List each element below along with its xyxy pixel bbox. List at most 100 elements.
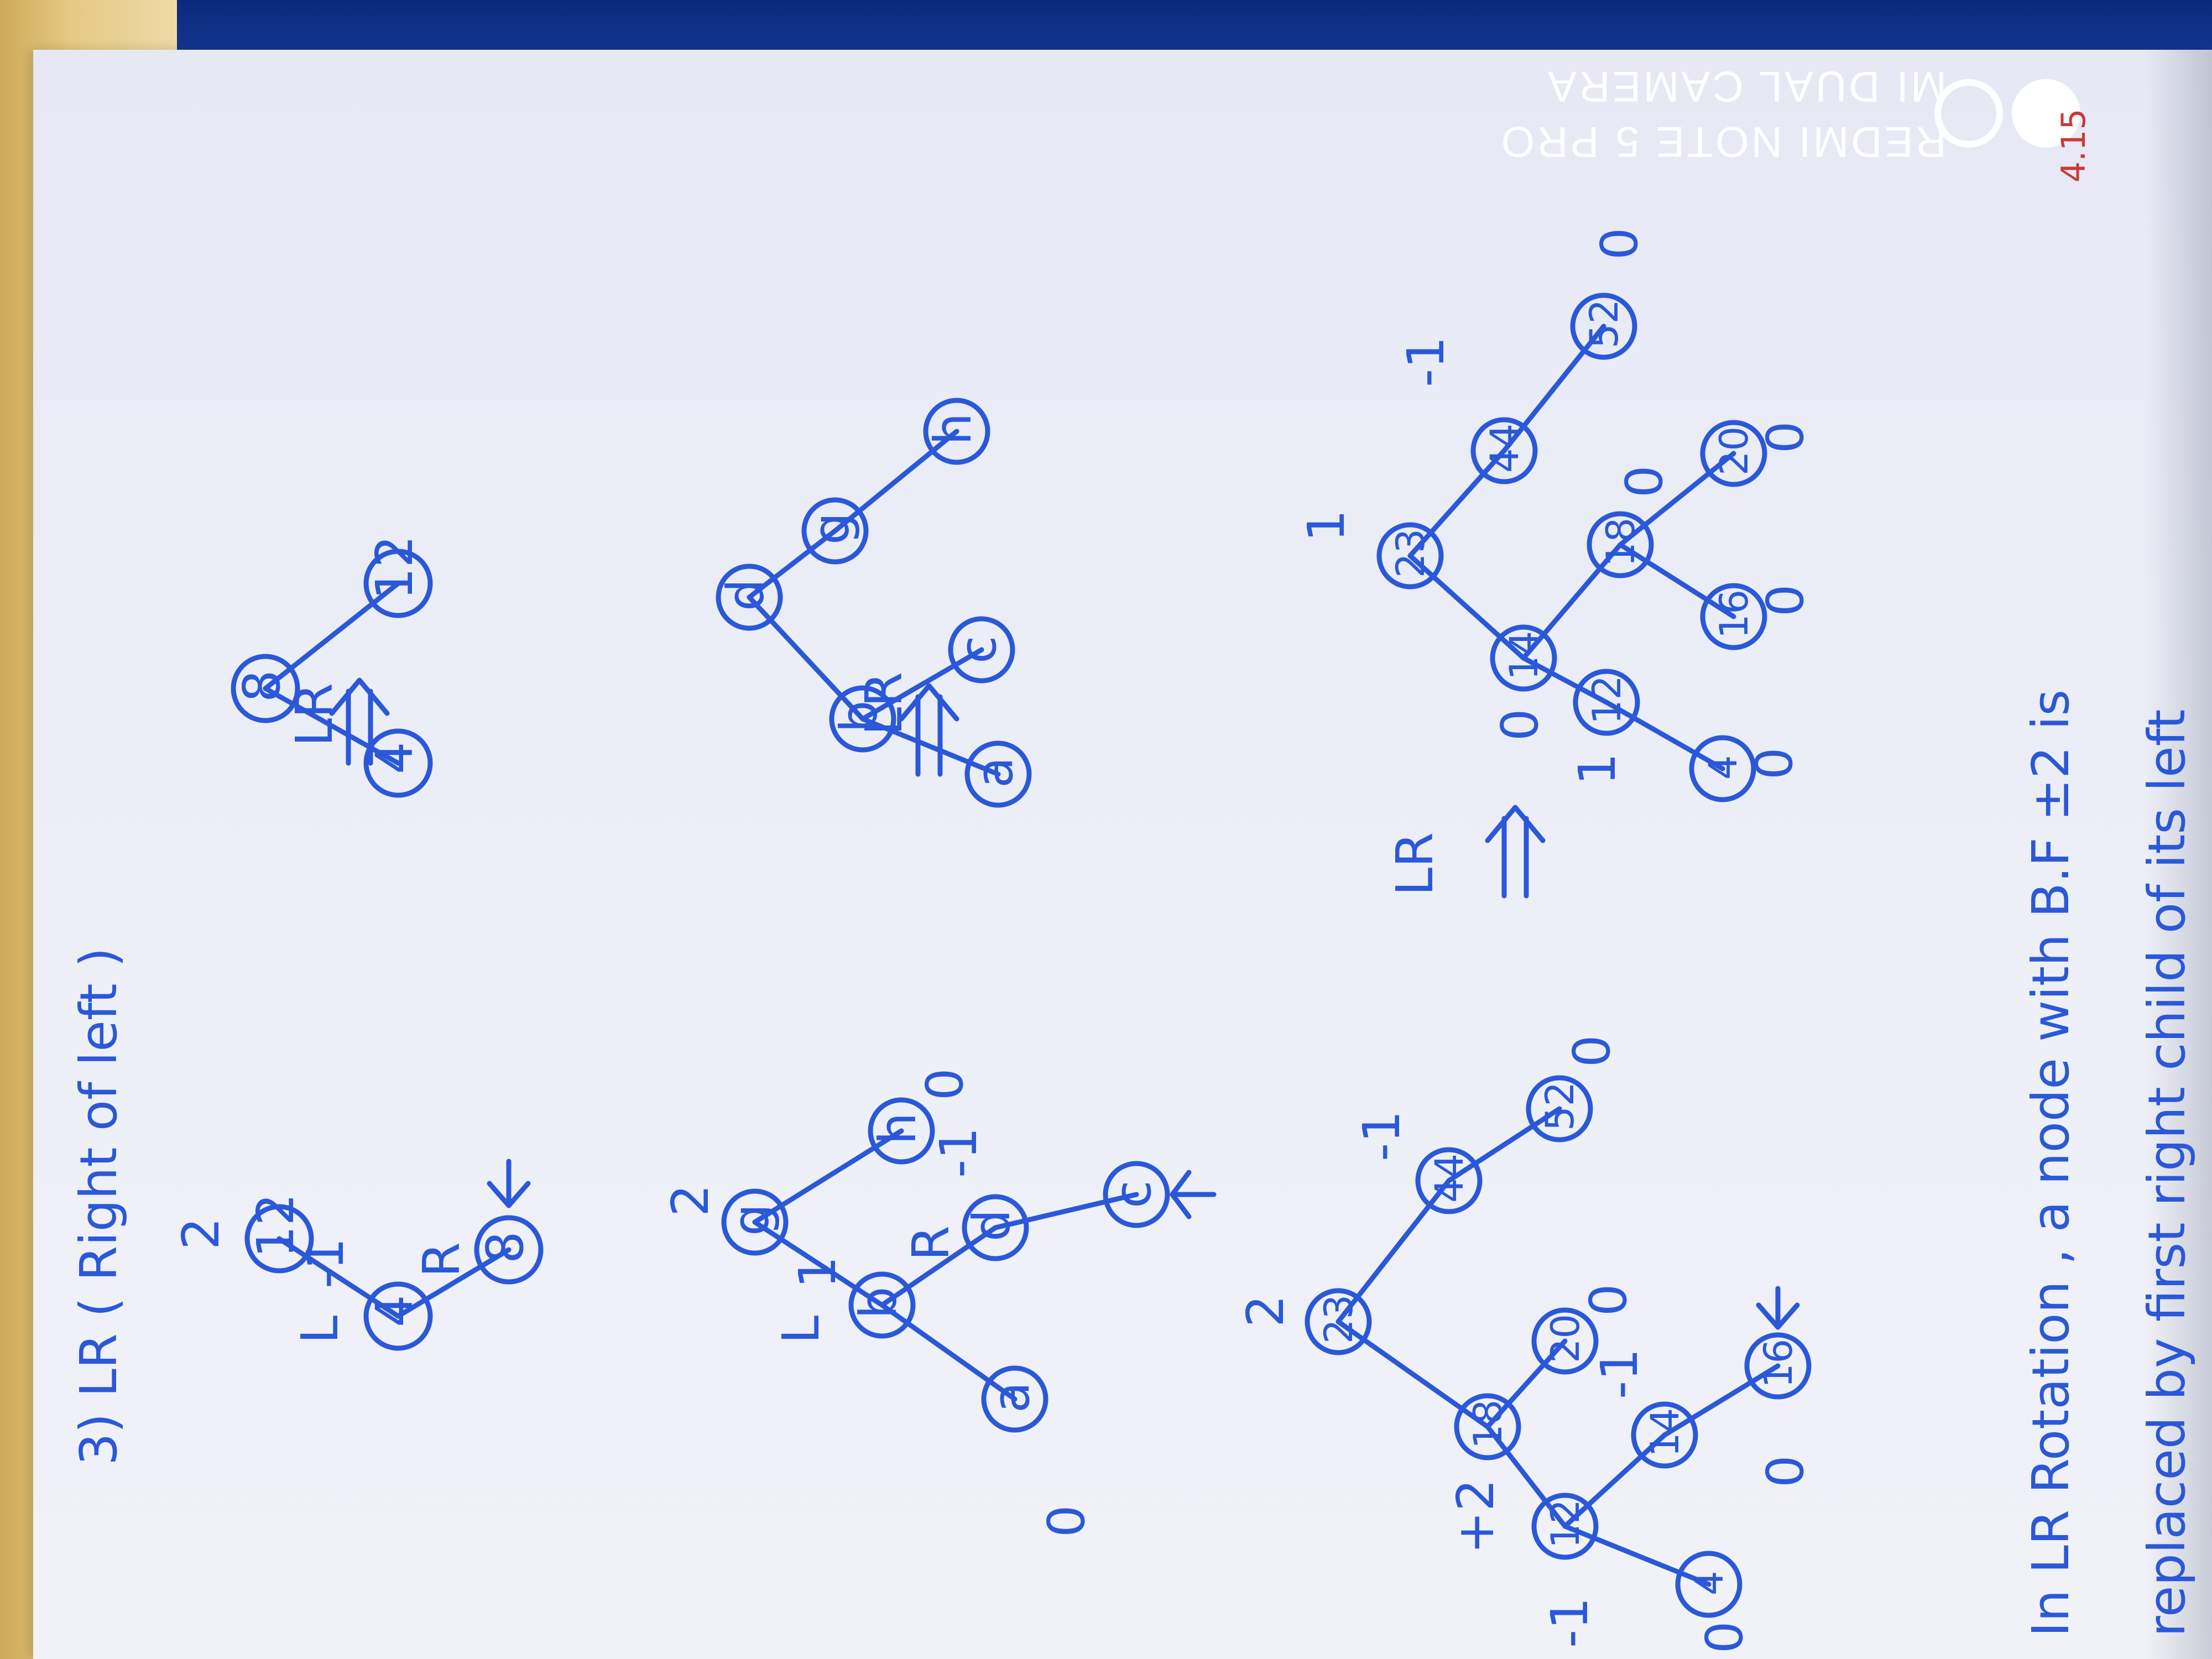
node-a-label: a xyxy=(965,757,1024,788)
edge-12-4 xyxy=(276,1236,401,1319)
edge-4-8 xyxy=(395,1247,512,1319)
node-20 xyxy=(1700,420,1767,487)
node-52 xyxy=(1526,1075,1593,1142)
example3-before-tree: 23 18 44 12 20 52 4 14 16 2 +2 -1 -1 0 0… xyxy=(1236,1035,1815,1653)
bf-16: 0 xyxy=(1756,1455,1815,1488)
node-g xyxy=(801,497,869,565)
node-a-label: a xyxy=(982,1382,1041,1413)
edge-14-18 xyxy=(1521,542,1623,661)
bf-4: -1 xyxy=(296,1238,355,1288)
node-12 xyxy=(244,1204,314,1274)
edge-44-52 xyxy=(1501,324,1606,453)
edge-b-a xyxy=(860,716,1001,777)
bf-23: 1 xyxy=(1297,509,1356,542)
node-12-label: 12 xyxy=(246,1193,305,1258)
node-14-label: 14 xyxy=(1501,631,1547,680)
node-b-label: b xyxy=(830,701,889,733)
edge-18-16 xyxy=(1618,542,1736,619)
edge-label-R: R xyxy=(901,1225,961,1261)
bf-12: 1 xyxy=(1568,753,1627,785)
paper-shadow xyxy=(2146,50,2212,1659)
node-c xyxy=(1103,1161,1170,1228)
bf-14: -1 xyxy=(1590,1348,1649,1399)
edge-d-c xyxy=(993,1192,1139,1230)
node-h-label: h xyxy=(868,1113,927,1145)
lr-label-3: LR xyxy=(1385,832,1444,896)
node-4-label: 4 xyxy=(365,742,424,774)
bf-12: 2 xyxy=(171,1217,231,1250)
lr-label-2: LR xyxy=(854,672,914,735)
edge-b-c xyxy=(860,647,984,722)
node-23-label: 23 xyxy=(1316,1295,1361,1344)
node-14 xyxy=(1490,624,1557,692)
node-b xyxy=(829,685,896,753)
watermark-dot-filled xyxy=(2012,79,2080,148)
edge-12-14 xyxy=(1562,1432,1667,1529)
bf-18: 0 xyxy=(1615,465,1674,498)
node-a xyxy=(981,1365,1048,1433)
example3-arrow: LR xyxy=(1385,805,1546,899)
node-52 xyxy=(1570,293,1637,360)
paper-sheet xyxy=(33,50,2212,1659)
edge-14-16 xyxy=(1662,1363,1781,1438)
watermark-line2: MI DUAL CAMERA xyxy=(1546,62,1947,111)
bf-b: 1 xyxy=(788,1256,847,1288)
bf-14: 0 xyxy=(1490,708,1550,741)
node-8-label: 8 xyxy=(232,670,291,702)
node-8-label: 8 xyxy=(476,1231,535,1264)
edge-18-20 xyxy=(1485,1338,1568,1430)
footer-line1: In LR Rotation , a node with B.F ±2 is xyxy=(2021,690,2080,1637)
camera-watermark: REDMI NOTE 5 PRO MI DUAL CAMERA xyxy=(1499,62,1947,166)
edge-44-52 xyxy=(1446,1106,1562,1183)
node-16-label: 16 xyxy=(1756,1339,1801,1388)
page-number: 4.15 xyxy=(2054,108,2093,182)
node-23-label: 23 xyxy=(1388,529,1433,578)
node-d-label: d xyxy=(962,1209,1021,1241)
node-g-label: g xyxy=(802,513,861,545)
bf-52: 0 xyxy=(1590,227,1649,260)
section-heading: 3) LR ( Right of left ) xyxy=(69,947,128,1465)
node-4-label: 4 xyxy=(1700,755,1746,780)
node-44 xyxy=(1415,1147,1483,1214)
node-b-label: b xyxy=(849,1287,908,1319)
node-12-label: 12 xyxy=(1543,1499,1588,1548)
node-16 xyxy=(1744,1332,1812,1400)
node-23 xyxy=(1305,1288,1372,1355)
node-14 xyxy=(1631,1401,1698,1469)
bf-20: 0 xyxy=(1756,421,1815,453)
watermark-line1: REDMI NOTE 5 PRO xyxy=(1499,118,1947,166)
node-14-label: 14 xyxy=(1642,1408,1688,1457)
example1-before-tree: 12 4 8 2 -1 L R xyxy=(171,1159,544,1351)
bf-52: 0 xyxy=(1562,1035,1621,1067)
footer-line2: replaced by first right child of its lef… xyxy=(2137,709,2197,1637)
edge-d-b xyxy=(747,594,865,722)
node-16 xyxy=(1700,583,1767,650)
edge-d-g xyxy=(747,528,838,600)
node-d xyxy=(962,1194,1029,1261)
arrow3-head xyxy=(1485,805,1546,843)
bf-4: 0 xyxy=(1745,747,1804,780)
node-16-label: 16 xyxy=(1712,589,1757,639)
node-c-label: c xyxy=(948,635,1008,664)
bf-4: 0 xyxy=(1695,1621,1754,1653)
node-b xyxy=(848,1271,916,1339)
edge-23-14 xyxy=(1407,553,1526,661)
node-18 xyxy=(1587,511,1654,578)
example3-after-tree: 23 14 44 12 18 52 4 16 20 1 0 -1 1 0 0 0… xyxy=(1297,227,1815,802)
bf-44: -1 xyxy=(1396,336,1455,387)
node-d xyxy=(716,564,783,631)
node-23 xyxy=(1376,522,1444,589)
node-4 xyxy=(363,728,433,798)
insert-arrow-head xyxy=(487,1181,531,1208)
edge-8-12 xyxy=(263,581,401,691)
node-4-label: 4 xyxy=(365,1295,424,1327)
node-12-label: 12 xyxy=(1584,675,1630,724)
node-g-label: g xyxy=(722,1204,781,1236)
node-8 xyxy=(231,654,300,723)
edge-12-4 xyxy=(1604,700,1725,771)
bf-h: 0 xyxy=(915,1068,974,1100)
edge-g-b xyxy=(752,1219,885,1308)
node-4 xyxy=(1689,735,1756,802)
